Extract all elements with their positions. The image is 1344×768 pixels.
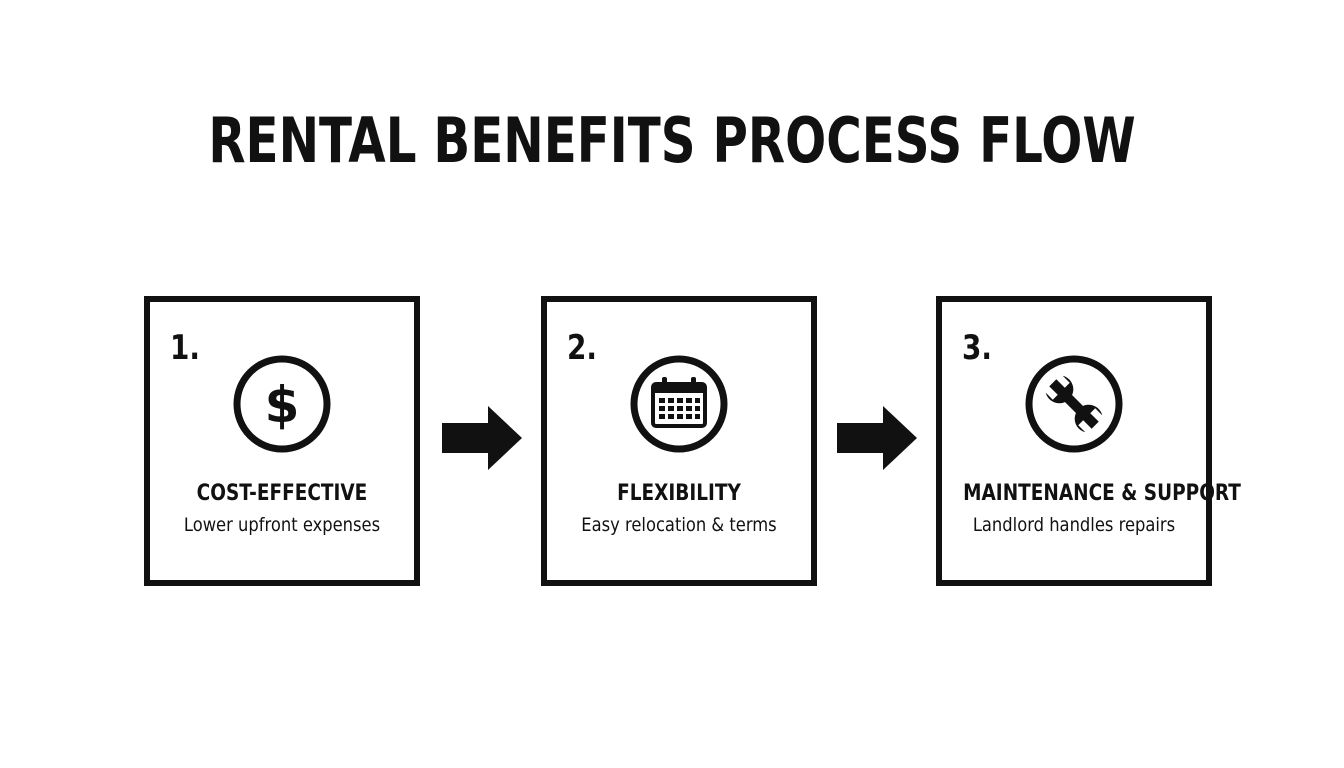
step-heading: MAINTENANCE & SUPPORT [963, 481, 1241, 506]
diagram-title: RENTAL BENEFITS PROCESS FLOW [208, 104, 1136, 177]
step-box-flexibility: 2. [541, 296, 817, 586]
right-arrow-icon [837, 406, 917, 470]
step-box-cost-effective: 1. $ COST-EFFECTIVE Lower upfront expens… [144, 296, 420, 586]
step-description: Landlord handles repairs [972, 514, 1176, 536]
step-description: Lower upfront expenses [183, 514, 381, 536]
step-number: 3. [962, 328, 992, 368]
step-description: Easy relocation & terms [581, 514, 777, 536]
step-heading: COST-EFFECTIVE [196, 481, 368, 506]
step-box-maintenance-support: 3. MAINTENANCE & SUPPORT Landlord handle… [936, 296, 1241, 586]
wrench-icon [1024, 354, 1124, 454]
right-arrow-icon [442, 406, 522, 470]
svg-text:$: $ [265, 376, 300, 434]
step-number: 1. [170, 328, 200, 368]
calendar-icon [629, 354, 729, 454]
dollar-icon: $ [232, 354, 332, 454]
step-number: 2. [567, 328, 597, 368]
step-heading: FLEXIBILITY [617, 481, 741, 506]
